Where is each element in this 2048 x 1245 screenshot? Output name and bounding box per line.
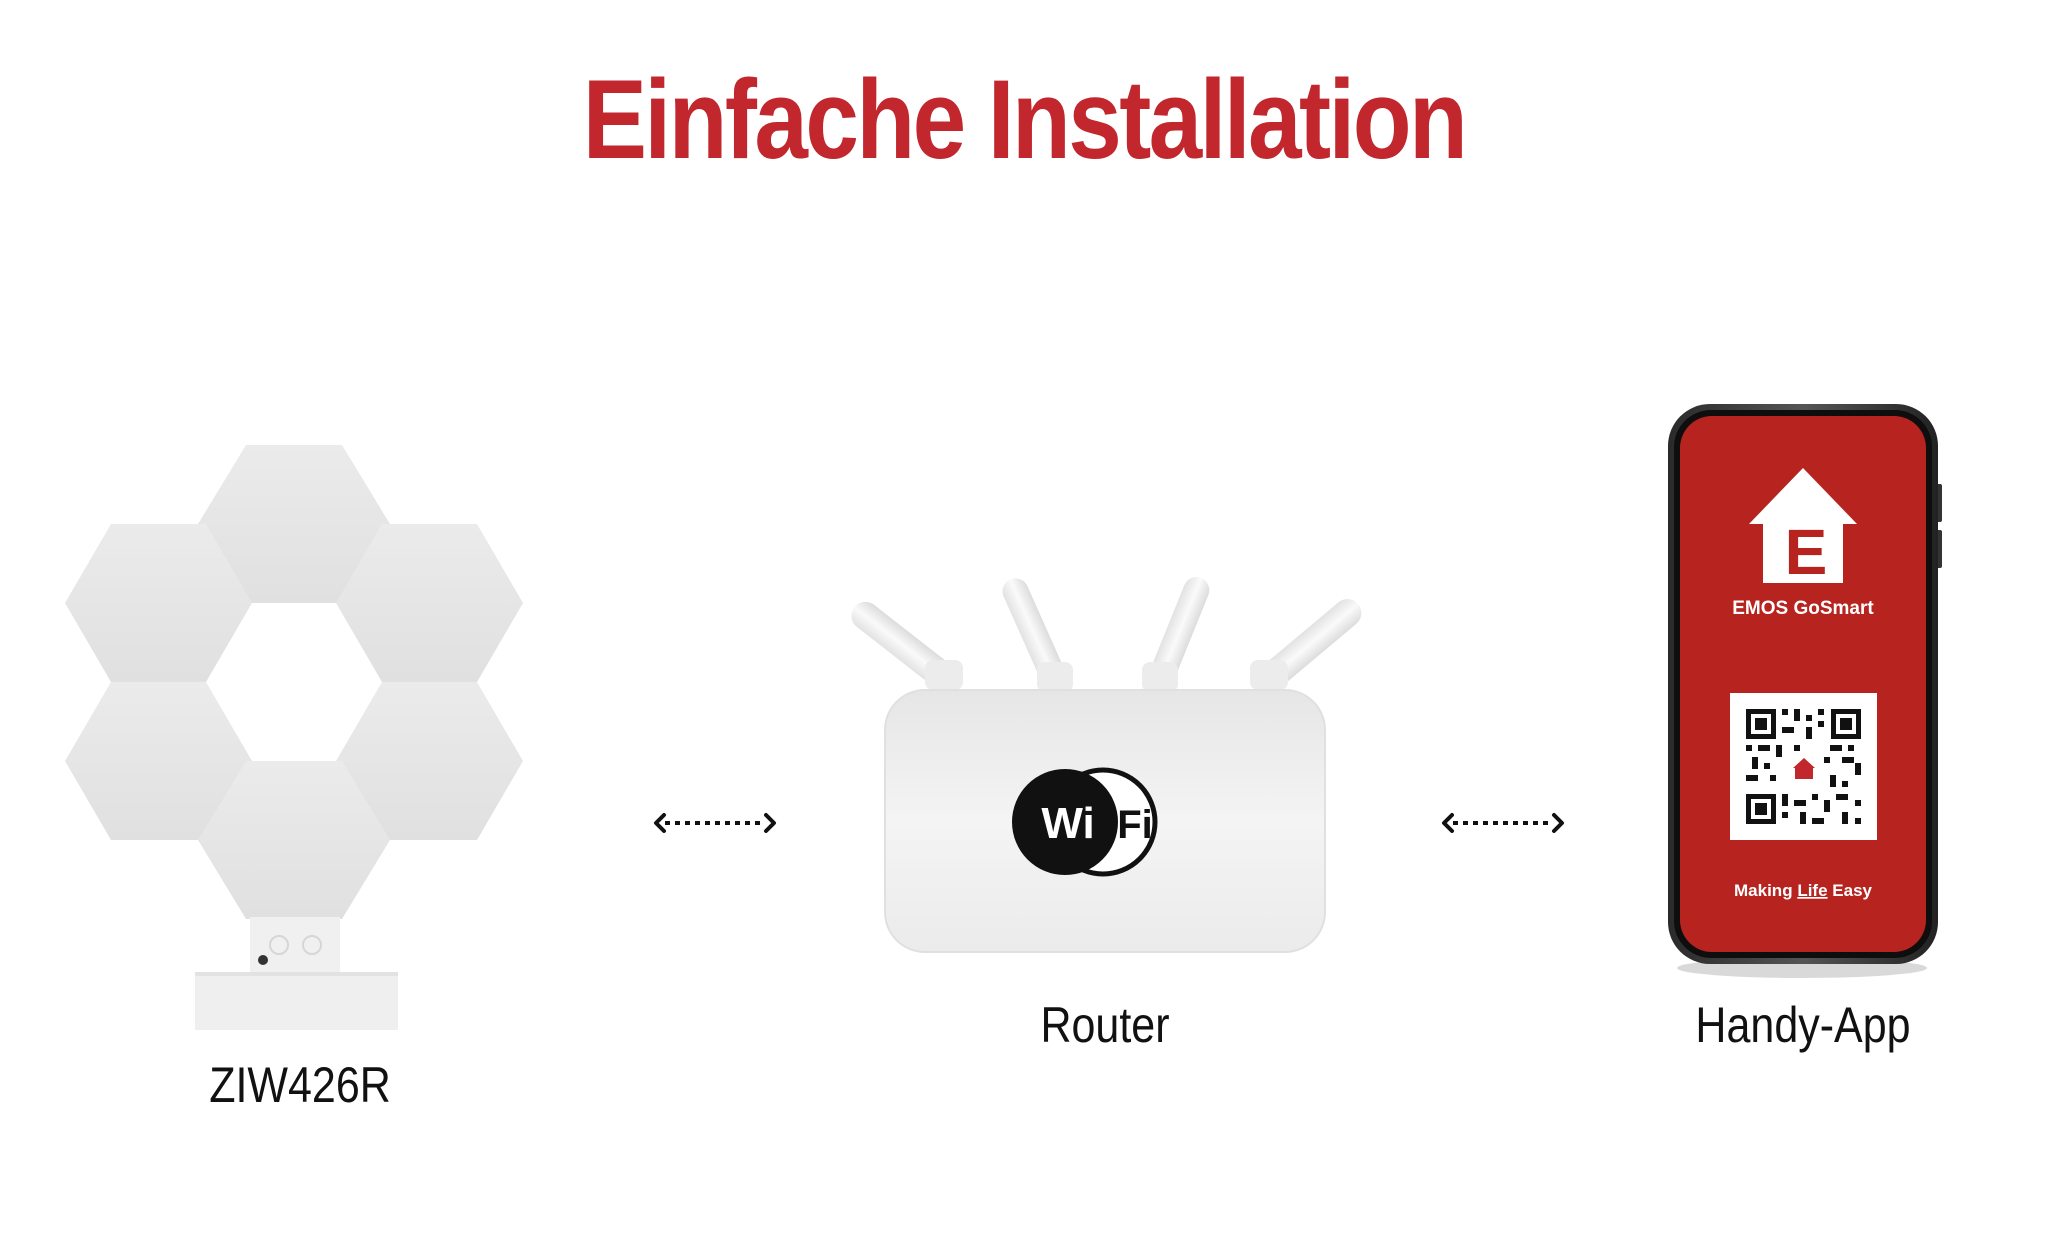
phone-app-name: EMOS GoSmart xyxy=(1732,598,1874,619)
router-label: Router xyxy=(1040,997,1170,1053)
emos-logo-letter: E xyxy=(1785,516,1828,588)
controller-button-left xyxy=(269,935,289,955)
router-antenna-4 xyxy=(1250,599,1362,690)
hexagon-panel-top xyxy=(198,445,390,603)
router-antenna-3 xyxy=(1142,577,1210,692)
smartphone-icon: E EMOS GoSmart xyxy=(1668,404,1942,978)
controller-button-right xyxy=(302,935,322,955)
hexagon-light-panels-icon xyxy=(65,445,523,1030)
wifi-logo: Wi Fi xyxy=(1012,767,1158,877)
wifi-logo-right: Fi xyxy=(1117,803,1153,847)
device-label: ZIW426R xyxy=(209,1057,391,1113)
emos-house-logo-icon: E xyxy=(1749,468,1857,588)
app-label: Handy-App xyxy=(1695,997,1911,1053)
bidirectional-dotted-arrow-icon-2 xyxy=(1442,813,1564,833)
hexagon-panel-lower-right xyxy=(336,682,523,840)
hexagon-panel-bottom xyxy=(198,761,390,919)
device-base xyxy=(195,972,398,1030)
page-title: Einfache Installation xyxy=(582,57,1468,182)
wifi-router-icon: Wi Fi xyxy=(851,577,1362,953)
hexagon-panel-upper-left xyxy=(65,524,252,682)
wifi-logo-left: Wi xyxy=(1041,799,1094,848)
qr-code-icon xyxy=(1730,693,1877,840)
phone-slogan: Making Life Easy xyxy=(1734,881,1873,900)
controller-indicator-dot xyxy=(258,955,268,965)
router-antenna-1 xyxy=(851,601,963,690)
bidirectional-dotted-arrow-icon xyxy=(654,813,776,833)
hexagon-panel-upper-right xyxy=(336,524,523,682)
hexagon-panel-lower-left xyxy=(65,682,252,840)
router-antenna-2 xyxy=(1002,578,1073,692)
